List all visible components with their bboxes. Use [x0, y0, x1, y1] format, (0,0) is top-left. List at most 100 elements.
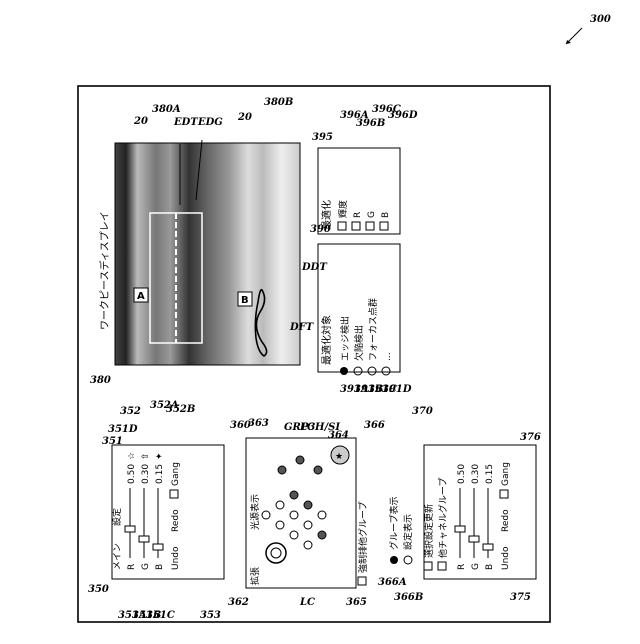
light-source[interactable]: [304, 501, 312, 509]
opt-title: 最適化: [320, 200, 333, 230]
check-brightness[interactable]: [338, 222, 346, 230]
value-g: 0.30: [141, 464, 151, 484]
opt-item-defect: 欠陥検出: [353, 325, 365, 361]
check-g[interactable]: [366, 222, 374, 230]
ref-366b: 366B: [394, 592, 423, 603]
ref-365: 365: [346, 597, 367, 608]
slider-b[interactable]: [483, 544, 493, 550]
light-display-label: 光源表示: [249, 494, 261, 530]
light-source[interactable]: [290, 531, 298, 539]
ref-edt: EDT: [173, 117, 199, 128]
radio-edge-detect[interactable]: [340, 367, 348, 375]
light-source[interactable]: [276, 501, 284, 509]
ref-20-a: 20: [133, 116, 148, 127]
star-icon: ★: [335, 452, 343, 462]
light-source[interactable]: [296, 456, 304, 464]
roi-label-a: A: [137, 291, 145, 302]
ref-362: 362: [228, 597, 249, 608]
ref-396b: 396B: [356, 118, 385, 129]
other-channel-label: 他チャネルグループ: [437, 478, 449, 558]
light-source[interactable]: [262, 511, 270, 519]
opt-item-r: R: [353, 212, 363, 218]
ref-366a: 366A: [378, 577, 407, 588]
slider-r[interactable]: [455, 526, 465, 532]
redo-button[interactable]: Redo: [171, 509, 181, 532]
light-source[interactable]: [290, 511, 298, 519]
light-source[interactable]: [276, 521, 284, 529]
gang-checkbox[interactable]: [500, 490, 508, 498]
ref-dft: DFT: [289, 322, 315, 333]
slider-g[interactable]: [469, 536, 479, 542]
ref-351d: 351D: [108, 424, 138, 435]
image-area: [115, 143, 300, 365]
slider-b[interactable]: [153, 544, 163, 550]
light-source[interactable]: [314, 466, 322, 474]
other-channel-checkbox[interactable]: [438, 562, 446, 570]
ref-351c: 351C: [146, 610, 175, 621]
sparkle-icon[interactable]: ✦: [155, 452, 165, 460]
star-icon[interactable]: ☆: [127, 452, 137, 460]
ref-350: 350: [88, 584, 109, 595]
force-exclusive-checkbox[interactable]: [358, 577, 366, 585]
undo-button[interactable]: Undo: [501, 546, 511, 570]
value-g: 0.30: [471, 464, 481, 484]
value-r: 0.50: [127, 464, 137, 484]
light-source[interactable]: [304, 541, 312, 549]
gang-checkbox[interactable]: [170, 490, 178, 498]
up-arrow-icon[interactable]: ⇧: [141, 452, 151, 460]
workpiece-display: ワークピースディスプレイ A B: [98, 140, 300, 365]
ref-edg: EDG: [197, 117, 223, 128]
channel-r: R: [457, 564, 467, 570]
ref-363: 363: [248, 418, 269, 429]
update-selected-label: 選択設定更新: [423, 504, 435, 558]
ref-376: 376: [520, 432, 541, 443]
ref-375: 375: [510, 592, 531, 603]
light-source[interactable]: [318, 511, 326, 519]
ref-380b: 380B: [264, 97, 293, 108]
ref-380: 380: [90, 375, 111, 386]
ref-364: 364: [328, 430, 349, 441]
light-source[interactable]: [290, 491, 298, 499]
light-source[interactable]: [318, 531, 326, 539]
ref-395: 395: [312, 132, 333, 143]
figure-number: 300: [590, 14, 611, 25]
channel-r: R: [127, 564, 137, 570]
radio-group-display[interactable]: [390, 556, 398, 564]
channel-b: B: [485, 564, 495, 570]
ref-352: 352: [120, 406, 141, 417]
tab-main[interactable]: メイン: [113, 543, 123, 570]
light-source[interactable]: [304, 521, 312, 529]
settings-display-label: 設定表示: [402, 514, 414, 550]
redo-button[interactable]: Redo: [501, 509, 511, 532]
opt-item-edge: エッジ検出: [339, 316, 351, 361]
radio-defect-detect[interactable]: [354, 367, 362, 375]
light-source-grid: ★: [262, 446, 349, 563]
light-source[interactable]: [278, 466, 286, 474]
radio-focus-points[interactable]: [368, 367, 376, 375]
group-display-label: グループ表示: [388, 497, 400, 550]
slider-r[interactable]: [125, 526, 135, 532]
ref-396d: 396D: [388, 110, 418, 121]
radio-more[interactable]: [382, 367, 390, 375]
undo-button[interactable]: Undo: [171, 546, 181, 570]
channel-g: G: [141, 563, 151, 570]
slider-g[interactable]: [139, 536, 149, 542]
ref-lc: LC: [299, 597, 315, 608]
display-title: ワークピースディスプレイ: [98, 211, 111, 330]
update-selected-checkbox[interactable]: [424, 562, 432, 570]
ref-351: 351: [102, 436, 123, 447]
tab-settings[interactable]: 設定: [111, 508, 123, 526]
value-b: 0.15: [155, 464, 165, 484]
ref-352b: 352B: [166, 404, 195, 415]
value-r: 0.50: [457, 464, 467, 484]
check-r[interactable]: [352, 222, 360, 230]
gang-label: Gang: [501, 462, 511, 486]
ref-380a: 380A: [152, 104, 181, 115]
ref-20-b: 20: [237, 112, 252, 123]
opt-item-more: ...: [383, 352, 393, 361]
check-b[interactable]: [380, 222, 388, 230]
radio-settings-display[interactable]: [404, 556, 412, 564]
opt-target-title: 最適化対象: [320, 315, 333, 365]
